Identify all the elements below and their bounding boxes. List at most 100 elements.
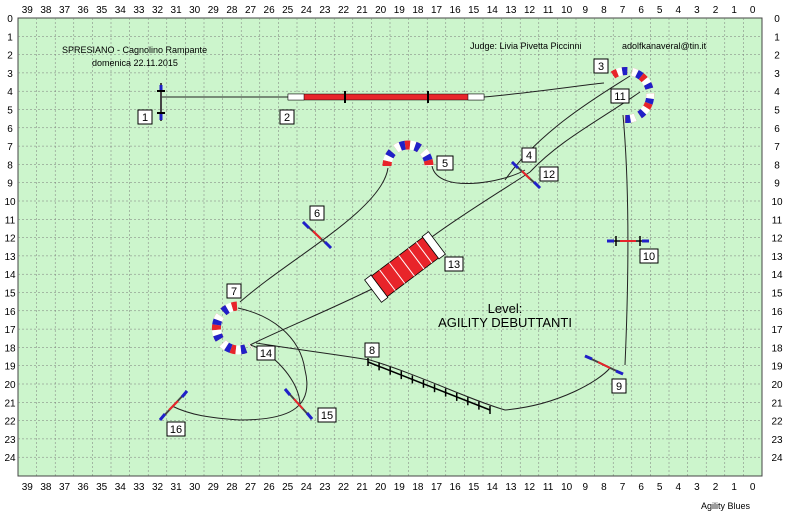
y-tick-label: 7 <box>774 142 780 153</box>
y-tick-label: 8 <box>7 160 13 171</box>
svg-text:13: 13 <box>448 259 460 271</box>
y-tick-label: 0 <box>774 14 780 25</box>
event-title: SPRESIANO - Cagnolino Rampante <box>62 45 207 55</box>
x-tick-label: 0 <box>750 5 756 16</box>
y-tick-label: 3 <box>774 69 780 80</box>
x-tick-label: 31 <box>171 482 183 493</box>
y-tick-label: 8 <box>774 160 780 171</box>
y-tick-label: 17 <box>4 325 16 336</box>
x-tick-label: 14 <box>487 5 499 16</box>
x-tick-label: 13 <box>505 482 517 493</box>
x-tick-label: 26 <box>264 5 276 16</box>
y-tick-label: 23 <box>4 435 16 446</box>
x-tick-label: 3 <box>694 482 700 493</box>
number-box-3: 3 <box>593 58 609 74</box>
contact-email: adolfkanaveral@tin.it <box>622 41 707 51</box>
y-tick-label: 5 <box>774 106 780 117</box>
x-tick-label: 0 <box>750 482 756 493</box>
x-tick-label: 8 <box>601 482 607 493</box>
obstacle-5-tire-arc <box>382 140 434 167</box>
number-box-10: 10 <box>639 248 659 264</box>
x-tick-label: 1 <box>731 482 737 493</box>
y-tick-label: 24 <box>771 453 783 464</box>
y-tick-label: 19 <box>771 362 783 373</box>
y-tick-label: 15 <box>4 289 16 300</box>
x-tick-label: 34 <box>115 5 127 16</box>
y-tick-label: 6 <box>774 124 780 135</box>
number-box-6: 6 <box>309 205 325 221</box>
x-tick-label: 9 <box>583 5 589 16</box>
y-tick-label: 9 <box>7 179 13 190</box>
y-tick-label: 13 <box>771 252 783 263</box>
x-tick-label: 17 <box>431 5 443 16</box>
x-tick-label: 23 <box>319 5 331 16</box>
event-date: domenica 22.11.2015 <box>92 58 178 68</box>
x-tick-label: 33 <box>133 482 145 493</box>
x-tick-label: 1 <box>731 5 737 16</box>
y-tick-label: 14 <box>771 270 783 281</box>
y-tick-label: 3 <box>7 69 13 80</box>
x-tick-label: 15 <box>468 482 480 493</box>
x-tick-label: 35 <box>96 482 108 493</box>
x-tick-label: 12 <box>524 5 536 16</box>
x-tick-label: 28 <box>226 5 238 16</box>
number-box-11: 11 <box>610 88 630 104</box>
y-tick-label: 11 <box>5 215 16 226</box>
y-tick-label: 22 <box>4 417 16 428</box>
y-tick-label: 2 <box>7 51 13 62</box>
obstacle-6-jump <box>301 220 333 250</box>
number-box-7: 7 <box>226 283 242 299</box>
x-tick-label: 4 <box>676 5 682 16</box>
x-tick-label: 17 <box>431 482 443 493</box>
svg-text:2: 2 <box>284 112 290 124</box>
x-tick-label: 20 <box>375 5 387 16</box>
x-tick-label: 12 <box>524 482 536 493</box>
x-tick-label: 20 <box>375 482 387 493</box>
x-tick-label: 11 <box>543 5 554 16</box>
x-tick-label: 38 <box>40 5 52 16</box>
x-tick-label: 8 <box>601 5 607 16</box>
x-tick-label: 16 <box>450 5 462 16</box>
x-tick-label: 27 <box>245 482 257 493</box>
number-box-4: 4 <box>521 147 537 163</box>
x-tick-label: 18 <box>412 482 424 493</box>
x-tick-label: 24 <box>301 482 313 493</box>
y-tick-label: 20 <box>4 380 16 391</box>
obstacle-1-jump <box>157 83 165 121</box>
x-tick-label: 15 <box>468 5 480 16</box>
x-tick-label: 37 <box>59 482 71 493</box>
svg-text:8: 8 <box>369 345 375 357</box>
field-grid <box>18 18 762 476</box>
number-box-1: 1 <box>137 109 153 125</box>
y-tick-label: 1 <box>7 32 13 43</box>
x-tick-label: 30 <box>189 5 201 16</box>
x-tick-label: 35 <box>96 5 108 16</box>
x-tick-label: 18 <box>412 5 424 16</box>
x-tick-label: 29 <box>208 5 220 16</box>
svg-text:5: 5 <box>442 158 448 170</box>
y-tick-label: 14 <box>4 270 16 281</box>
x-tick-label: 2 <box>713 5 719 16</box>
number-box-9: 9 <box>611 378 627 394</box>
x-tick-label: 38 <box>40 482 52 493</box>
obstacle-13-tunnel <box>364 231 446 303</box>
judge-name: Judge: Livia Pivetta Piccinni <box>470 41 582 51</box>
number-box-5: 5 <box>436 155 454 171</box>
x-tick-label: 16 <box>450 482 462 493</box>
svg-text:9: 9 <box>616 381 622 393</box>
svg-text:10: 10 <box>643 251 655 263</box>
x-tick-label: 25 <box>282 5 294 16</box>
y-tick-label: 20 <box>771 380 783 391</box>
svg-text:1: 1 <box>142 112 148 124</box>
number-box-15: 15 <box>317 407 337 423</box>
x-tick-label: 7 <box>620 5 626 16</box>
x-tick-label: 24 <box>301 5 313 16</box>
x-tick-label: 34 <box>115 482 127 493</box>
x-tick-label: 37 <box>59 5 71 16</box>
y-tick-label: 2 <box>774 51 780 62</box>
obstacle-16-jump <box>158 390 189 421</box>
x-tick-label: 5 <box>657 482 663 493</box>
